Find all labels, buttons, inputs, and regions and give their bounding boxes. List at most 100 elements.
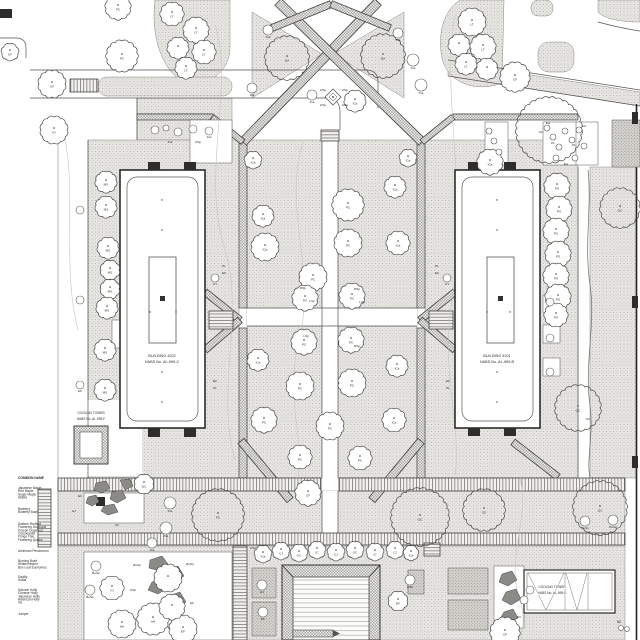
shrub-code-label: ICa: [168, 509, 173, 513]
shrub-code-label: ICa: [164, 534, 169, 538]
shrub: [257, 606, 269, 618]
shrub: [485, 127, 493, 135]
tree-code-label: PC: [349, 341, 354, 345]
shrub: [549, 133, 557, 141]
tree-code-label: ICa: [409, 554, 414, 558]
building-4201: BUILDING 4201 HABS No. AL-999-B: [454, 169, 541, 429]
legend-header: COMMON NAME: [18, 476, 45, 480]
tree-canopy: [381, 407, 407, 433]
legend-item: Eastern Redbud: [18, 522, 41, 526]
tree-code-label: ICa: [251, 161, 256, 165]
plant-code-label: EF: [213, 379, 217, 383]
tree-code-label: PC: [350, 297, 355, 301]
tree-code-label: QC: [142, 485, 147, 489]
plant-code-label: EF: [446, 379, 450, 383]
tree-canopy: [285, 371, 315, 401]
tree-canopy: [345, 541, 365, 560]
legend-item: Flowering Dogwood: [18, 525, 46, 529]
plant-code-label: OC: [586, 417, 591, 421]
plan-dot: [161, 371, 163, 373]
tree-code-label: CF: [306, 494, 310, 498]
legend-item: Japanese Maple: [18, 486, 42, 490]
tree-canopy: [95, 296, 119, 320]
bottom-plaza: [281, 564, 381, 640]
tree-code-label: CJ: [279, 552, 283, 556]
plant-code-label: EF: [190, 601, 194, 605]
tree-center: [107, 245, 109, 247]
tree-canopy: [105, 39, 139, 73]
tree-code-label: LT: [464, 65, 467, 69]
far-right-lawn: [589, 166, 637, 479]
tree-code-label: PS: [555, 187, 559, 191]
structure-mark: [96, 497, 105, 506]
fountain-monument: [324, 88, 342, 106]
plant-code-label: EA: [582, 124, 587, 128]
plaza-paving: [292, 576, 370, 640]
tree-center: [351, 293, 353, 295]
tree-canopy: [390, 487, 450, 547]
tree-code-label: PC: [298, 458, 303, 462]
tree-canopy: [94, 170, 118, 194]
shrub: [90, 560, 102, 572]
legend-item: Abelia: [18, 495, 27, 499]
plant-code-label: OC: [539, 130, 544, 134]
tree-code-label: MS: [104, 208, 109, 212]
legend-item: Daylily: [18, 575, 28, 579]
tree-center: [185, 65, 187, 67]
plant-code-label: RSp: [354, 287, 360, 291]
legend-item: Barberry: [18, 507, 31, 511]
shrub-code-label: ICa: [250, 93, 255, 97]
shrub: [545, 333, 555, 343]
plant-code-label: EJ: [72, 509, 76, 513]
planting-bed: [189, 119, 233, 164]
tree-center: [394, 547, 396, 549]
shrub: [568, 136, 576, 144]
tree-center: [51, 81, 53, 83]
paver-walk: [208, 310, 234, 330]
shrub: [495, 148, 503, 156]
plant-code-label: RSp: [354, 344, 360, 348]
legend-item: Red Maple: [18, 489, 34, 493]
shrub: [256, 579, 268, 591]
tree-center: [303, 339, 305, 341]
tree-center: [555, 312, 557, 314]
plan-dot: [149, 311, 151, 313]
tree-center: [354, 547, 356, 549]
tree-canopy: [153, 563, 183, 593]
tree-canopy: [159, 1, 185, 27]
tree-center: [152, 616, 154, 618]
tree-center: [121, 53, 123, 55]
tree-canopy: [385, 541, 405, 560]
shrub: [561, 127, 569, 135]
tree-code-label: IO: [52, 131, 56, 135]
tree-code-label: PC: [116, 8, 121, 12]
tree-center: [619, 205, 621, 207]
tree-canopy: [93, 378, 117, 402]
shrub: [490, 137, 498, 145]
shrub: [545, 367, 555, 377]
tree-canopy: [264, 35, 310, 81]
tree-center: [307, 490, 309, 492]
tree-code-label: PC: [346, 244, 351, 248]
tree-code-label: ICa: [256, 361, 261, 365]
plan-dot: [161, 229, 163, 231]
tree-center: [351, 380, 353, 382]
tree-canopy: [489, 616, 521, 640]
tree-code-label: CF: [482, 511, 486, 515]
tree-center: [329, 423, 331, 425]
tree-center: [143, 481, 145, 483]
tree-code-label: AH: [151, 620, 155, 624]
tree-code-label: PC: [298, 387, 303, 391]
tree-code-label: EF: [181, 630, 185, 634]
plant-code-label: EF: [435, 271, 439, 275]
building-4201-vent: [498, 296, 503, 301]
tree-canopy: [291, 284, 319, 312]
plant-code-label: LfSp: [342, 88, 349, 92]
tree-center: [489, 159, 491, 161]
rock: [501, 588, 522, 606]
shrub: [150, 125, 160, 135]
tree-code-label: MS: [106, 249, 111, 253]
tree-code-label: PC: [346, 206, 351, 210]
legend-item: Chinese Holly: [18, 591, 38, 595]
shrub-code-label: EF: [78, 389, 82, 393]
